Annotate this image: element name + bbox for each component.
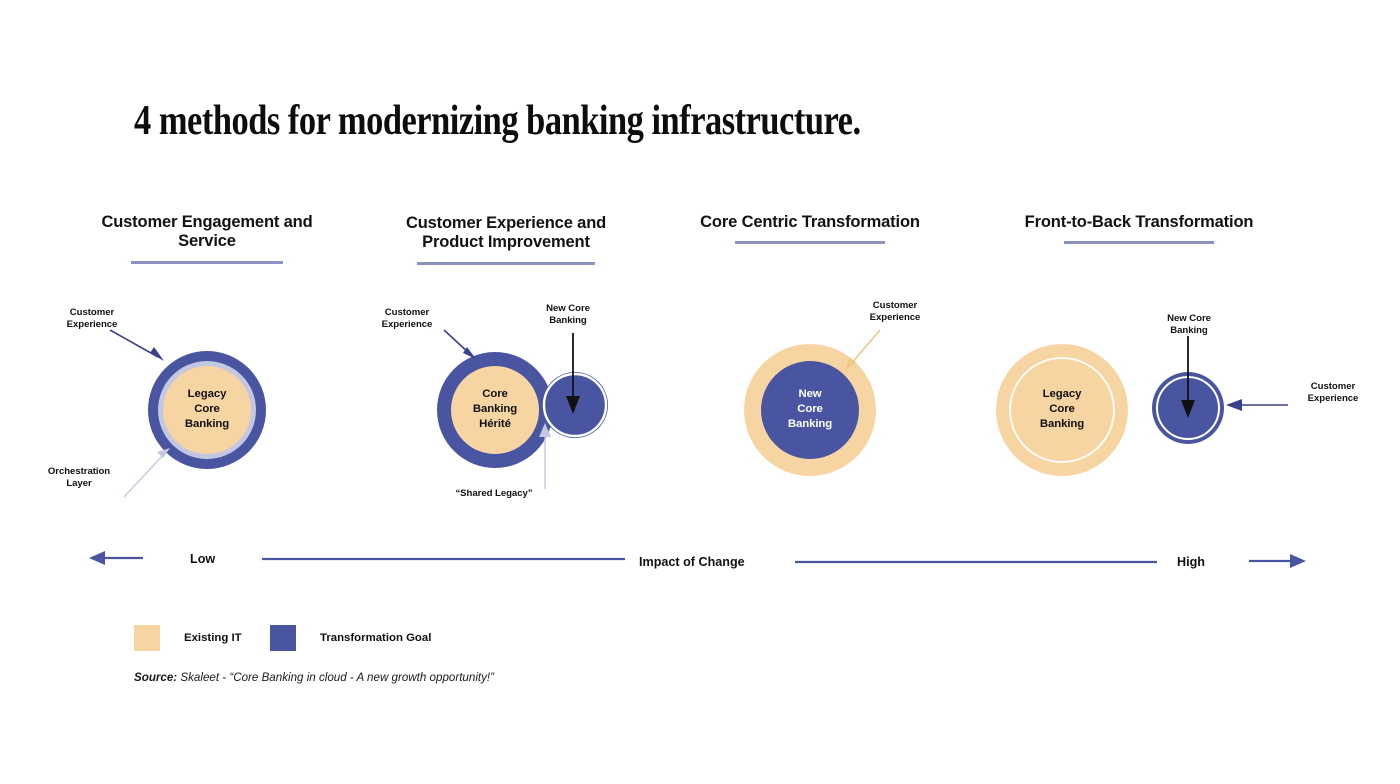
diagram-2-customer-experience-arrow-head (463, 347, 476, 359)
diagram-2-new-core-banking-circle (542, 372, 608, 438)
column-header-customer-engagement-and-service: Customer Engagement and Service (82, 213, 332, 264)
diagram-2-customer-experience-arrow-line (443, 329, 471, 355)
column-header-label: Core Centric Transformation (700, 213, 920, 231)
legend-swatch-transformation-goal (270, 625, 296, 651)
diagram-2-annotation-shared-legacy: “Shared Legacy” (455, 488, 533, 499)
axis-right-arrow-head (1290, 554, 1306, 568)
diagram-4-legacy-core-banking-label: Legacy Core Banking (1039, 388, 1085, 431)
column-header-rule (735, 241, 885, 245)
column-header-rule (417, 261, 595, 265)
source-text: Skaleet - “Core Banking in cloud - A new… (177, 671, 495, 684)
diagram-4-customer-experience-arrow-head (1226, 399, 1242, 411)
diagram-2-annotation-customer-experience: Customer Experience (381, 307, 433, 331)
diagram-1-orchestration-layer-arrow-head (157, 448, 170, 458)
column-header-label: Customer Engagement and Service (101, 213, 313, 251)
diagram-1-annotation-orchestration-layer: Orchestration Layer (47, 466, 111, 490)
column-header-front-to-back-transformation: Front-to-Back Transformation (1014, 213, 1264, 245)
diagram-4-new-core-banking-arrow-head (1181, 400, 1195, 418)
page-title: 4 methods for modernizing banking infras… (134, 98, 861, 144)
legend-swatch-existing-it (134, 625, 160, 651)
diagram-2-new-core-banking-outline (542, 372, 608, 438)
source-line: Source: Skaleet - “Core Banking in cloud… (134, 671, 494, 684)
axis-label-low: Low (190, 552, 216, 566)
diagram-4-new-core-banking-outline (1156, 376, 1220, 440)
diagram-2-shared-legacy-arrow-head (539, 423, 551, 437)
legend-label-existing-it: Existing IT (184, 632, 242, 644)
legend-item-existing-it: Existing IT (134, 625, 242, 651)
column-header-rule (1064, 241, 1214, 245)
legend-label-transformation-goal: Transformation Goal (320, 632, 432, 644)
axis-label-impact-of-change: Impact of Change (639, 555, 745, 569)
legend-item-transformation-goal: Transformation Goal (270, 625, 431, 651)
diagram-3-new-core-banking-label: New Core Banking (787, 388, 833, 431)
diagram-1-customer-experience-arrow-line (109, 329, 159, 358)
axis-left-arrow-head (89, 551, 105, 565)
diagram-2-new-core-banking-arrow-head (566, 396, 580, 414)
source-label: Source: (134, 671, 178, 684)
column-header-customer-experience-and-product-improvement: Customer Experience and Product Improvem… (379, 214, 633, 265)
column-header-rule (131, 260, 283, 264)
diagram-4-annotation-customer-experience: Customer Experience (1307, 381, 1359, 405)
diagram-3-customer-experience-leader-line (849, 329, 881, 366)
diagram-2-annotation-new-core-banking: New Core Banking (546, 303, 590, 327)
diagram-4-new-core-banking-circle (1152, 372, 1224, 444)
column-header-core-centric-transformation: Core Centric Transformation (685, 213, 935, 245)
diagram-4-annotation-new-core-banking: New Core Banking (1167, 313, 1211, 337)
column-header-label: Customer Experience and Product Improvem… (405, 214, 607, 252)
axis-label-high: High (1177, 555, 1205, 569)
diagram-3-annotation-customer-experience: Customer Experience (869, 300, 921, 324)
diagram-3-customer-experience-arrow-head (845, 357, 856, 371)
column-header-label: Front-to-Back Transformation (1024, 213, 1254, 231)
diagram-1-legacy-core-banking-label: Legacy Core Banking (184, 388, 230, 431)
diagram-2-core-banking-herite-label: Core Banking Hérité (472, 388, 518, 431)
diagram-1-customer-experience-arrow-head (150, 347, 164, 361)
diagram-1-annotation-customer-experience: Customer Experience (66, 307, 118, 331)
